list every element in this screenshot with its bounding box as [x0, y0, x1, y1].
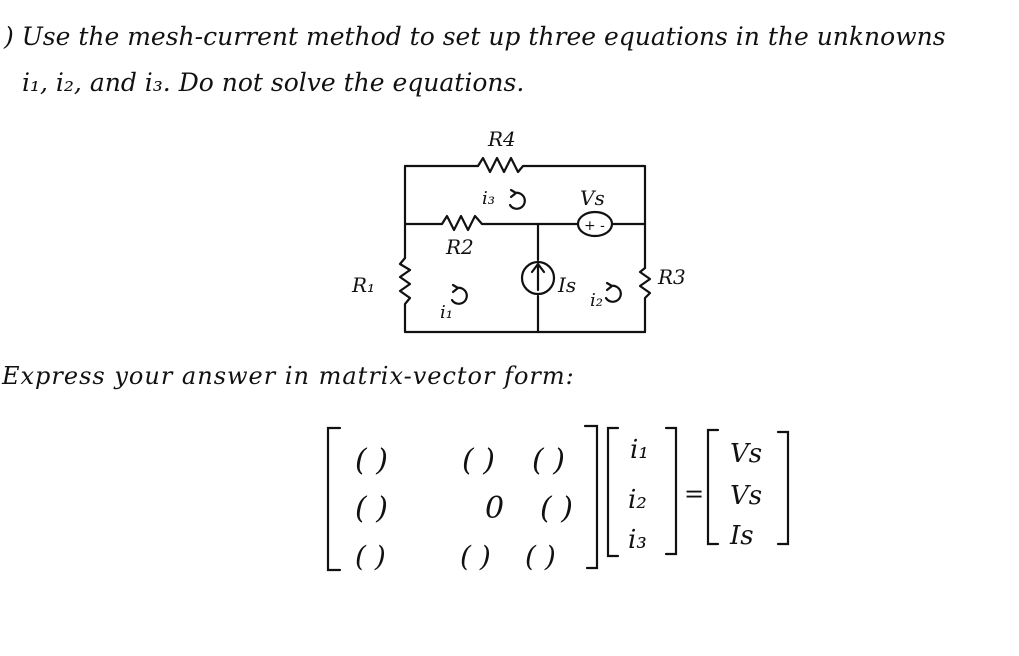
mesh-arrow-i1: [450, 283, 468, 305]
rhs-right-bracket: [776, 430, 790, 546]
rhs-left-bracket: [706, 428, 720, 546]
label-i2: i₂: [590, 290, 603, 311]
matrix-right-bracket: [583, 424, 599, 570]
matrix-cell-1-1: ( ): [355, 443, 388, 478]
label-r4: R4: [487, 127, 516, 151]
problem-statement-line-2: i₁, i₂, and i₃. Do not solve the equatio…: [22, 68, 525, 97]
left-wire: [398, 164, 647, 334]
rhs-is: Is: [729, 521, 754, 551]
unknowns-right-bracket: [664, 426, 678, 556]
unknown-i3: i₃: [628, 525, 647, 555]
unknown-i2: i₂: [628, 485, 647, 515]
middle-wire: [403, 214, 580, 232]
matrix-cell-1-2: ( ): [462, 443, 495, 478]
rhs-vs-2: Vs: [730, 481, 762, 511]
unknown-i1: i₁: [630, 435, 649, 465]
matrix-cell-3-1: ( ): [355, 540, 386, 573]
rhs-vs-1: Vs: [730, 439, 762, 469]
matrix-cell-1-3: ( ): [532, 443, 565, 478]
label-r2: R2: [445, 235, 474, 259]
matrix-cell-2-1: ( ): [355, 491, 388, 526]
r3-resistor: [638, 266, 652, 334]
label-vs: Vs: [580, 186, 605, 210]
matrix-left-bracket: [326, 426, 342, 572]
matrix-cell-2-2: 0: [485, 491, 504, 526]
label-r1: R₁: [351, 273, 375, 297]
matrix-cell-3-3: ( ): [525, 540, 556, 573]
label-i1: i₁: [440, 302, 453, 323]
equals-sign: =: [684, 480, 704, 508]
unknowns-left-bracket: [606, 426, 620, 558]
problem-statement-line-1: ) Use the mesh-current method to set up …: [4, 22, 946, 51]
matrix-cell-2-3: ( ): [540, 491, 573, 526]
top-wire: [403, 156, 647, 270]
current-source: [520, 260, 556, 296]
mesh-arrow-i3: [508, 188, 526, 210]
label-is: Is: [557, 273, 576, 297]
label-r3: R3: [657, 265, 686, 289]
answer-instruction: Express your answer in matrix-vector for…: [2, 362, 575, 390]
label-vs-polarity: + -: [584, 218, 605, 234]
label-i3: i₃: [482, 188, 495, 209]
matrix-cell-3-2: ( ): [460, 540, 491, 573]
voltage-source: [576, 210, 614, 238]
mesh-arrow-i2: [604, 281, 622, 303]
